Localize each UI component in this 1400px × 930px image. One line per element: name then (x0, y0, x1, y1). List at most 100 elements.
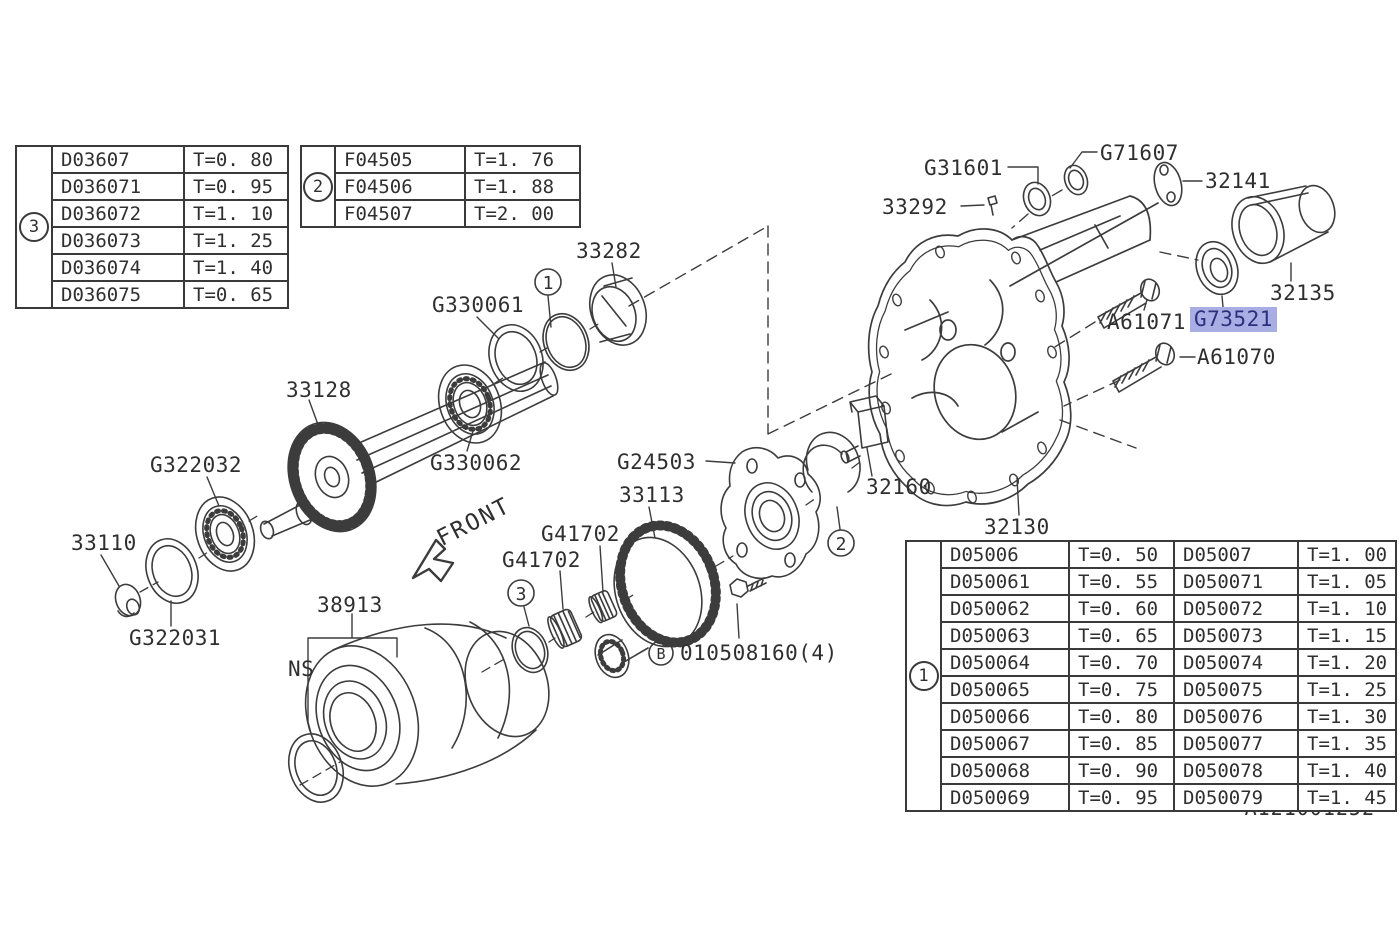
thickness-cell: T=1. 35 (1297, 729, 1397, 758)
thickness-cell: T=1. 40 (183, 253, 289, 282)
thickness-cell: T=1. 10 (183, 199, 289, 228)
part-cell: D050076 (1173, 702, 1299, 731)
part-cell: D050078 (1173, 756, 1299, 785)
thickness-cell: T=1. 20 (1297, 648, 1397, 677)
part-cell: D050061 (940, 567, 1070, 596)
thickness-cell: T=1. 30 (1297, 702, 1397, 731)
extension-32135-drawing (1231, 184, 1336, 265)
part-cell: D050075 (1173, 675, 1299, 704)
part-cell: D050069 (940, 783, 1070, 812)
part-cell: D050077 (1173, 729, 1299, 758)
part-label-a61070[interactable]: A61070 (1197, 345, 1276, 369)
part-cell: D050068 (940, 756, 1070, 785)
thickness-cell: T=0. 75 (1068, 675, 1175, 704)
thickness-cell: T=0. 65 (183, 280, 289, 309)
part-cell: D050066 (940, 702, 1070, 731)
bolt-note-label: 010508160(4) (680, 641, 838, 665)
lock-33110-drawing (114, 583, 142, 618)
part-label-g41702-lower[interactable]: G41702 (502, 548, 581, 572)
callout-b-letter: B (656, 645, 665, 663)
callout-b-circle (648, 640, 674, 666)
part-label-a61071[interactable]: A61071 (1107, 310, 1186, 334)
part-label-33128[interactable]: 33128 (286, 378, 352, 402)
part-label-g71607[interactable]: G71607 (1100, 141, 1179, 165)
thickness-cell: T=1. 25 (1297, 675, 1397, 704)
part-label-g322031[interactable]: G322031 (129, 626, 222, 650)
part-label-33282[interactable]: 33282 (576, 239, 642, 263)
part-cell: D036075 (51, 280, 185, 309)
part-cell: D036073 (51, 226, 185, 255)
thickness-cell: T=0. 95 (1068, 783, 1175, 812)
part-label-g24503[interactable]: G24503 (617, 450, 696, 474)
part-cell: D050064 (940, 648, 1070, 677)
part-cell: F04506 (334, 172, 466, 201)
part-label-g322032[interactable]: G322032 (150, 453, 243, 477)
cover-g24503-drawing (720, 446, 821, 580)
part-cell: F04505 (334, 145, 466, 174)
transfer-case-32130-drawing (867, 195, 1159, 507)
ns-ring-drawing (287, 733, 345, 803)
thickness-cell: T=0. 85 (1068, 729, 1175, 758)
part-label-33113[interactable]: 33113 (619, 483, 685, 507)
part-cell: D036074 (51, 253, 185, 282)
thickness-cell: T=1. 05 (1297, 567, 1397, 596)
part-label-32141[interactable]: 32141 (1205, 169, 1271, 193)
thickness-cell: T=1. 88 (464, 172, 581, 201)
needle-bearing-g41702b-drawing (547, 608, 583, 649)
washer-g322031-drawing (145, 538, 199, 604)
part-cell: D036072 (51, 199, 185, 228)
thickness-cell: T=0. 50 (1068, 540, 1175, 569)
bearing-g322032-drawing (194, 496, 256, 572)
callout-2-digit: 2 (836, 534, 847, 555)
bearing-g330062-drawing (437, 364, 503, 444)
part-label-g73521-highlighted[interactable]: G73521 (1190, 307, 1277, 332)
thickness-cell: T=0. 65 (1068, 621, 1175, 650)
callout-1-digit: 1 (543, 273, 554, 294)
part-cell: D050074 (1173, 648, 1299, 677)
part-label-33110[interactable]: 33110 (71, 531, 137, 555)
thickness-cell: T=0. 80 (1068, 702, 1175, 731)
part-cell: D050065 (940, 675, 1070, 704)
part-cell: D050071 (1173, 567, 1299, 596)
thickness-cell: T=1. 76 (464, 145, 581, 174)
part-label-38913[interactable]: 38913 (317, 593, 383, 617)
projection-dashed-lines (628, 189, 1199, 449)
part-cell: D03607 (51, 145, 185, 174)
part-cell: D050073 (1173, 621, 1299, 650)
snap-ring-2-drawing (802, 431, 861, 493)
bolt-b-drawing (729, 577, 767, 598)
part-label-32135[interactable]: 32135 (1270, 281, 1336, 305)
axis-dashes (139, 322, 861, 786)
thickness-cell: T=0. 90 (1068, 756, 1175, 785)
part-label-g31601[interactable]: G31601 (924, 156, 1003, 180)
part-cell: D050063 (940, 621, 1070, 650)
part-cell: D05006 (940, 540, 1070, 569)
part-label-g41702-upper[interactable]: G41702 (541, 522, 620, 546)
table1-badge: 1 (908, 661, 939, 691)
thickness-cell: T=0. 55 (1068, 567, 1175, 596)
leader-lines (100, 151, 1292, 734)
callout-3-digit: 3 (516, 584, 527, 605)
part-cell: D050072 (1173, 594, 1299, 623)
part-label-32130[interactable]: 32130 (984, 515, 1050, 539)
thickness-cell: T=1. 45 (1297, 783, 1397, 812)
snap-ring-1-drawing (542, 312, 590, 372)
pin-33292-drawing (987, 195, 998, 216)
part-label-32160[interactable]: 32160 (866, 475, 932, 499)
thickness-cell: T=2. 00 (464, 199, 581, 228)
gear-33113-drawing (594, 520, 721, 679)
needle-bearing-g41702a-drawing (588, 590, 618, 624)
part-cell: D036071 (51, 172, 185, 201)
part-label-33292[interactable]: 33292 (882, 195, 948, 219)
part-label-g330062[interactable]: G330062 (430, 451, 523, 475)
part-label-g330061[interactable]: G330061 (432, 293, 525, 317)
front-arrow-icon (411, 538, 455, 583)
callout-2-circle (827, 529, 855, 557)
seal-g31601-drawing (1022, 181, 1052, 217)
washer-3-drawing (511, 626, 549, 674)
table3-badge: 3 (19, 212, 49, 242)
detent-32160-drawing (840, 395, 889, 464)
